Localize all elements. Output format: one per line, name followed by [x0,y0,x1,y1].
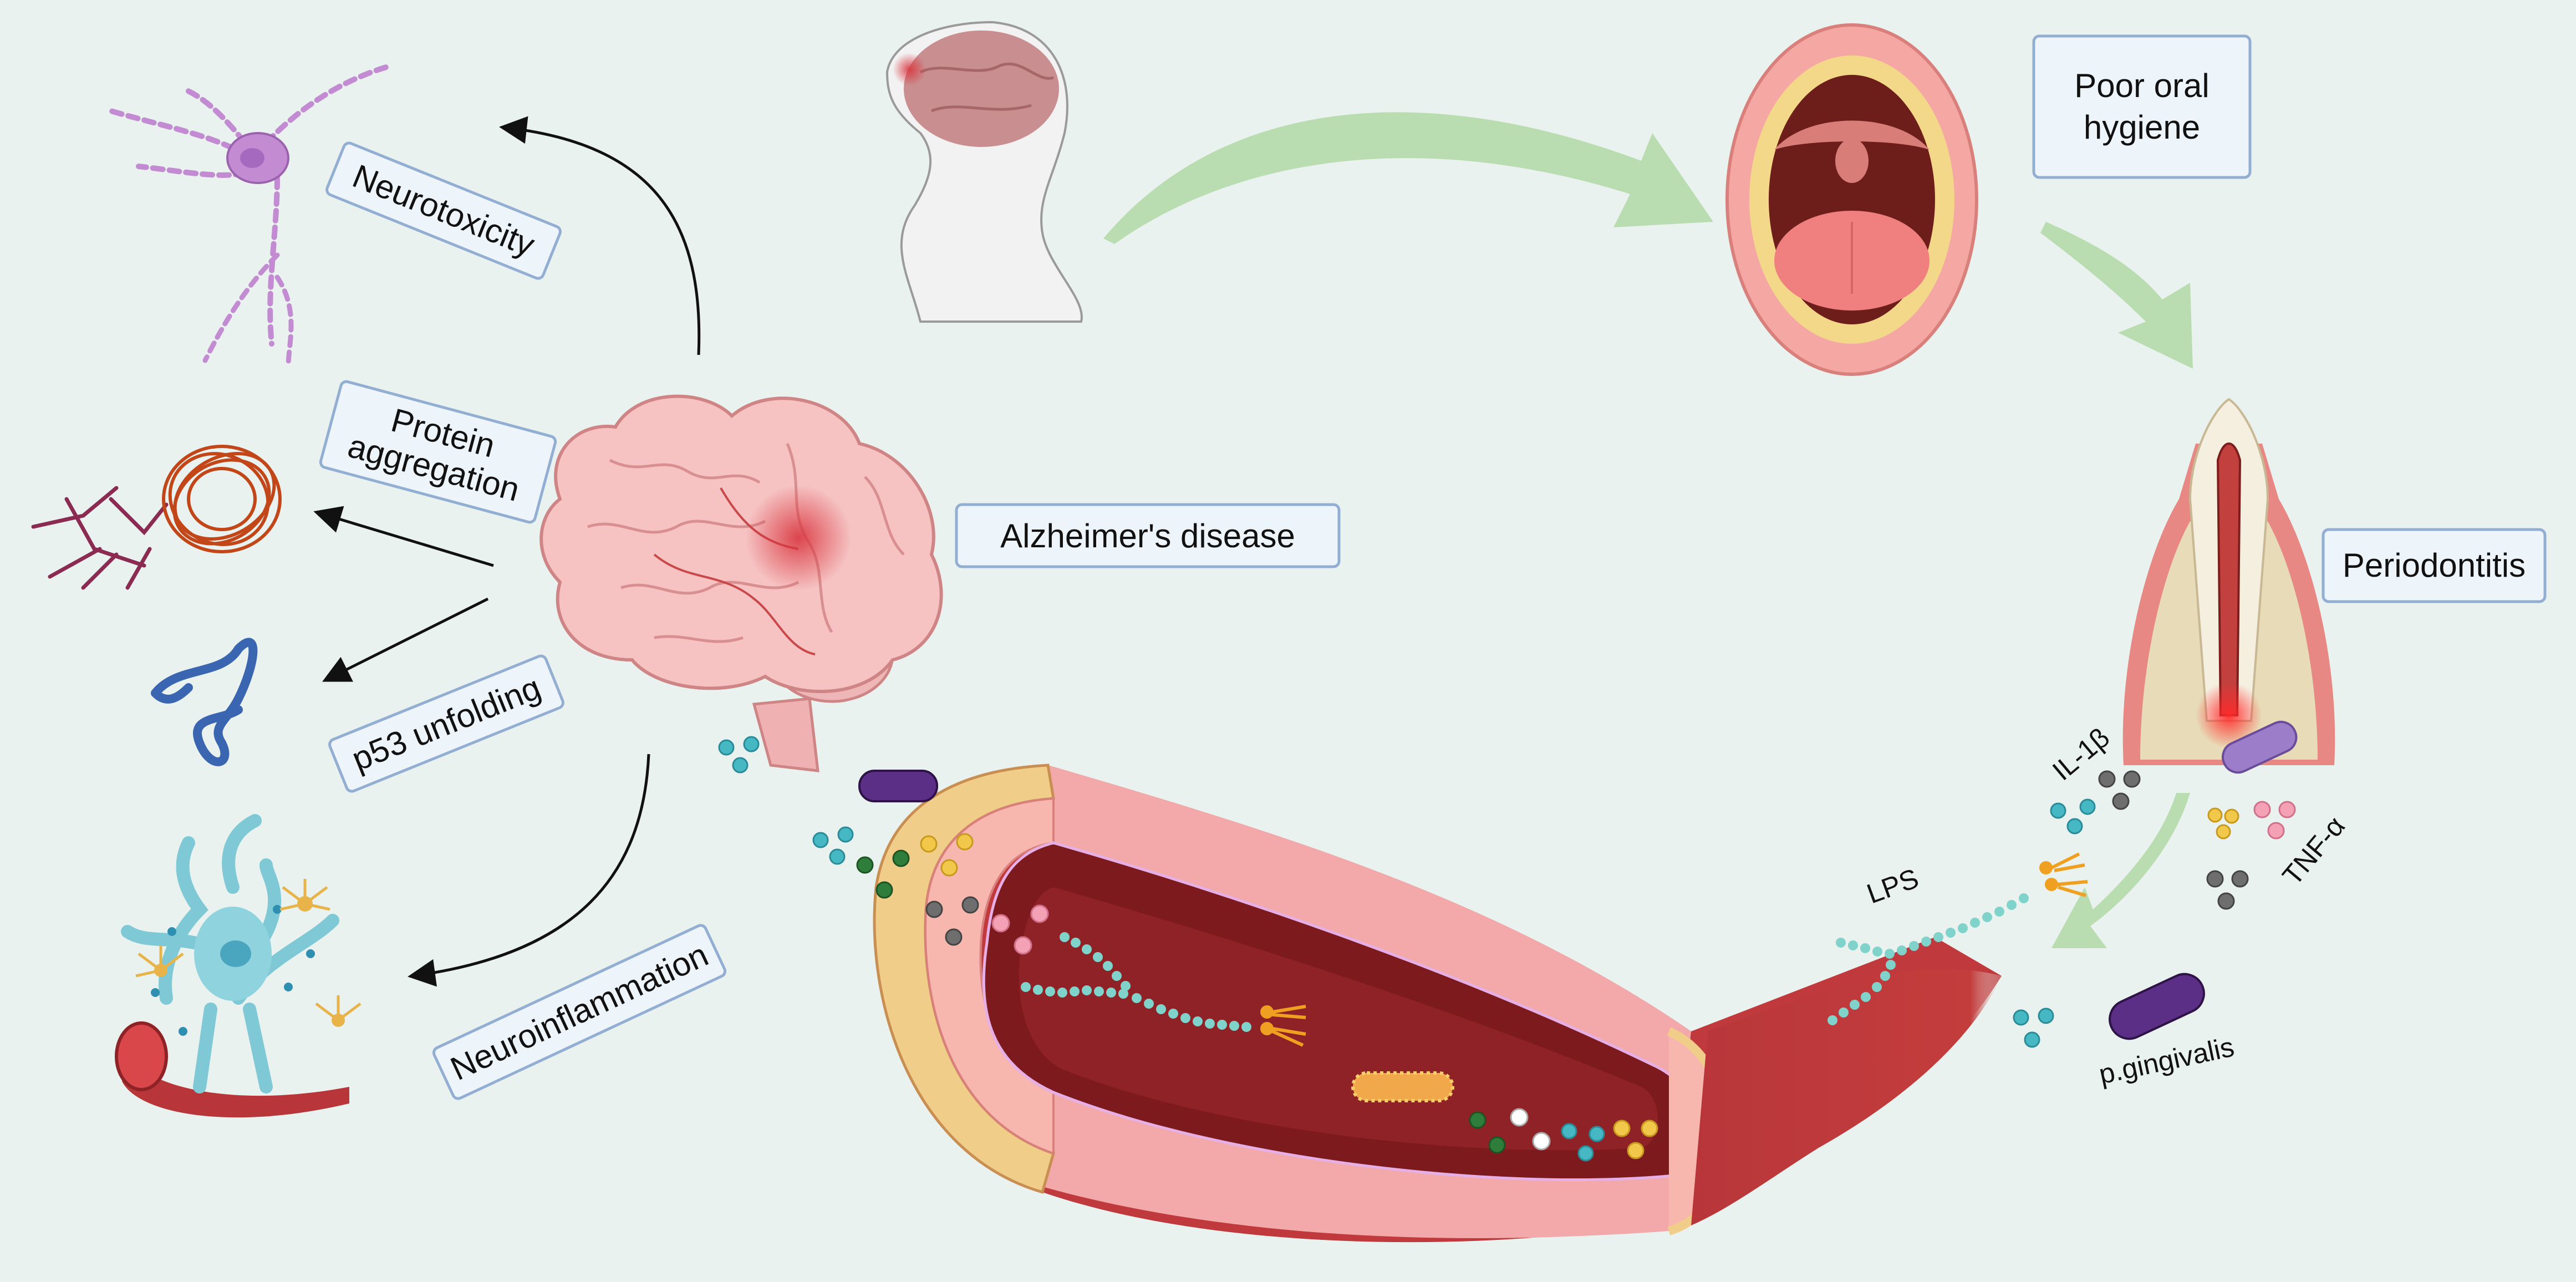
label-p-gingivalis: p.gingivalis [2096,1031,2237,1090]
label-poor-oral-hygiene: Poor oral hygiene [2032,34,2252,179]
tooth-icon [2122,398,2335,774]
flow-arrow-tooth-to-vessel [2051,793,2190,948]
blood-vessel-icon [873,764,2088,1243]
label-poor-oral-hygiene-line1: Poor oral [2074,67,2209,104]
arrows-from-brain [313,116,701,987]
fibril-tangle-icon [31,445,282,590]
protein-strand-icon [151,638,258,766]
flow-arrow-brain-to-mouth [1103,112,1713,244]
neuron-icon [108,64,391,369]
label-lps: LPS [1863,862,1923,909]
label-neuroinflammation: Neuroinflammation [432,924,727,1100]
label-poor-oral-hygiene-line2: hygiene [2084,109,2200,146]
lps-chain-icon [1021,893,2029,1032]
flow-arrow-mouth-to-tooth [2040,222,2193,369]
label-neuroinflammation-text: Neuroinflammation [445,936,714,1088]
bacterium-icon [858,770,2205,1040]
cytokine-dots-icon [718,736,2296,1162]
label-periodontitis-text: Periodontitis [2343,547,2526,584]
label-neurotoxicity: Neurotoxicity [325,141,562,280]
open-mouth-icon [1725,23,1978,376]
label-alzheimers-disease: Alzheimer's disease [955,503,1341,568]
brain-icon [539,394,943,772]
label-alzheimers-disease-text: Alzheimer's disease [1000,517,1295,554]
bacterium-icon [2222,720,2298,774]
label-tnf-a: TNF-α [2277,811,2351,891]
label-protein-aggregation: Protein aggregation [319,380,557,524]
astrocyte-vessel-icon [115,814,362,1118]
label-p53-unfolding: p53 unfolding [328,654,564,793]
label-periodontitis: Periodontitis [2322,528,2547,603]
head-profile-icon [885,21,1083,323]
